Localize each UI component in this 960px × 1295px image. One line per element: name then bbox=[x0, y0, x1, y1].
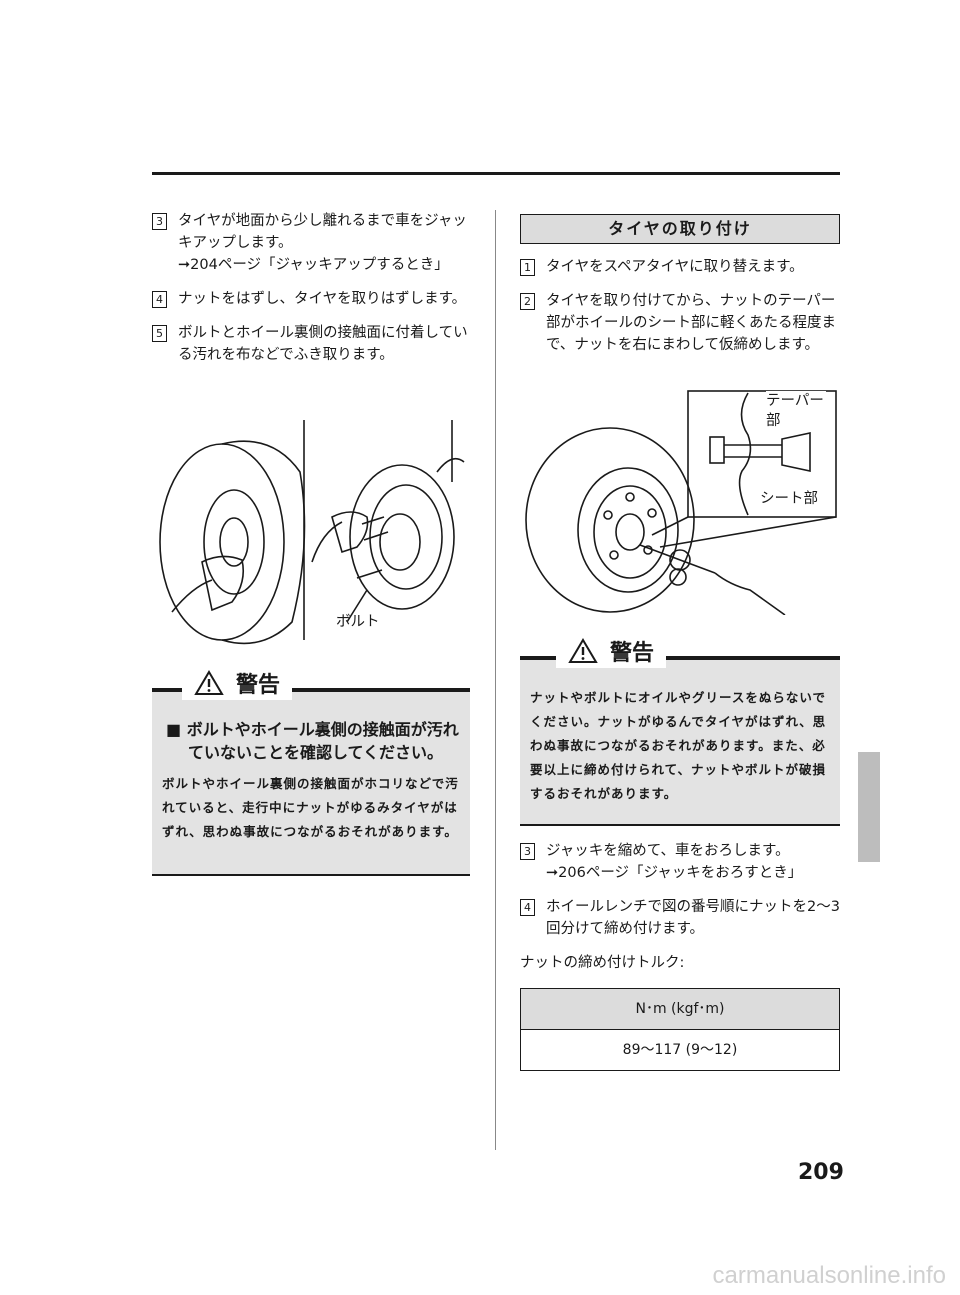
torque-label: ナットの締め付けトルク: bbox=[520, 955, 685, 971]
step-1-right: 1 タイヤをスペアタイヤに取り替えます。 bbox=[520, 256, 840, 278]
warning-header: 警告 bbox=[556, 634, 667, 668]
step-text: タイヤを取り付けてから、ナットのテーパー部がホイールのシート部に軽くあたる程度ま… bbox=[546, 293, 836, 353]
step-3-right: 3 ジャッキを縮めて、車をおろします。 ➞206ページ「ジャッキをおろすとき」 bbox=[520, 840, 840, 884]
top-rule bbox=[152, 172, 840, 175]
step-number: 5 bbox=[152, 325, 167, 342]
footer-watermark: carmanualsonline.info bbox=[712, 1262, 946, 1289]
step-number: 2 bbox=[520, 293, 535, 310]
warning-text: ナットやボルトにオイルやグリースをぬらないでください。ナットがゆるんでタイヤがは… bbox=[530, 690, 827, 801]
page-number: 209 bbox=[798, 1160, 844, 1185]
step-4-left: 4 ナットをはずし、タイヤを取りはずします。 bbox=[152, 288, 474, 310]
left-column: 3 タイヤが地面から少し離れるまで車をジャッキアップします。 ➞204ページ「ジ… bbox=[152, 210, 474, 378]
warning-title: 警告 bbox=[236, 673, 281, 698]
step-text: ボルトとホイール裏側の接触面に付着している汚れを布などでふき取ります。 bbox=[178, 325, 468, 363]
step-4-right: 4 ホイールレンチで図の番号順にナットを2〜3回分けて締め付けます。 bbox=[520, 896, 840, 940]
taper-label: テーパー部 bbox=[766, 391, 826, 431]
step-text: ジャッキを縮めて、車をおろします。 bbox=[546, 843, 790, 859]
step-text: ホイールレンチで図の番号順にナットを2〜3回分けて締め付けます。 bbox=[546, 899, 840, 937]
seat-label: シート部 bbox=[760, 487, 818, 508]
tire-hub-drawing bbox=[159, 420, 465, 645]
right-column-lower: 3 ジャッキを縮めて、車をおろします。 ➞206ページ「ジャッキをおろすとき」 … bbox=[520, 840, 840, 1071]
step-5-left: 5 ボルトとホイール裏側の接触面に付着している汚れを布などでふき取ります。 bbox=[152, 322, 474, 366]
warning-title: 警告 bbox=[610, 641, 655, 666]
warning-text: ボルトやホイール裏側の接触面がホコリなどで汚れていると、走行中にナットがゆるみタ… bbox=[162, 776, 459, 839]
step-text: タイヤをスペアタイヤに取り替えます。 bbox=[546, 259, 804, 275]
step-3-left: 3 タイヤが地面から少し離れるまで車をジャッキアップします。 ➞204ページ「ジ… bbox=[152, 210, 474, 276]
tire-nut-drawing bbox=[525, 390, 837, 616]
warning-triangle-icon bbox=[194, 670, 224, 695]
warning-box-right: 警告 ナットやボルトにオイルやグリースをぬらないでください。ナットがゆるんでタイ… bbox=[520, 634, 840, 826]
step-number: 4 bbox=[520, 899, 535, 916]
step-text: タイヤが地面から少し離れるまで車をジャッキアップします。 bbox=[178, 213, 467, 251]
wheel-cleaning-illustration: ボルト bbox=[152, 412, 474, 652]
warning-box-left: 警告 ■ ボルトやホイール裏側の接触面が汚れていないことを確認してください。 ボ… bbox=[152, 666, 470, 876]
section-tab bbox=[858, 752, 880, 862]
wheel-mounting-illustration: テーパー部 シート部 bbox=[520, 385, 840, 616]
column-divider bbox=[495, 210, 496, 1150]
step-number: 3 bbox=[152, 213, 167, 230]
step-text: ナットをはずし、タイヤを取りはずします。 bbox=[178, 291, 467, 307]
step-number: 3 bbox=[520, 843, 535, 860]
step-number: 4 bbox=[152, 291, 167, 308]
torque-table: N･m (kgf･m) 89〜117 (9〜12) bbox=[520, 988, 840, 1071]
step-2-right: 2 タイヤを取り付けてから、ナットのテーパー部がホイールのシート部に軽くあたる程… bbox=[520, 290, 840, 356]
warning-triangle-icon bbox=[568, 638, 598, 663]
page-reference: ➞204ページ「ジャッキアップするとき」 bbox=[178, 257, 449, 273]
page-reference: ➞206ページ「ジャッキをおろすとき」 bbox=[546, 865, 803, 881]
bolt-label: ボルト bbox=[336, 614, 380, 630]
warning-body: ナットやボルトにオイルやグリースをぬらないでください。ナットがゆるんでタイヤがは… bbox=[520, 660, 840, 816]
step-number: 1 bbox=[520, 259, 535, 276]
warning-header: 警告 bbox=[182, 666, 293, 700]
warning-body: ■ ボルトやホイール裏側の接触面が汚れていないことを確認してください。 ボルトや… bbox=[152, 692, 470, 854]
torque-table-value: 89〜117 (9〜12) bbox=[520, 1029, 840, 1071]
right-column: タイヤの取り付け 1 タイヤをスペアタイヤに取り替えます。 2 タイヤを取り付け… bbox=[520, 210, 840, 368]
torque-table-header: N･m (kgf･m) bbox=[520, 988, 840, 1030]
warning-subtitle: ■ ボルトやホイール裏側の接触面が汚れていないことを確認してください。 bbox=[166, 720, 459, 762]
section-title: タイヤの取り付け bbox=[520, 214, 840, 244]
